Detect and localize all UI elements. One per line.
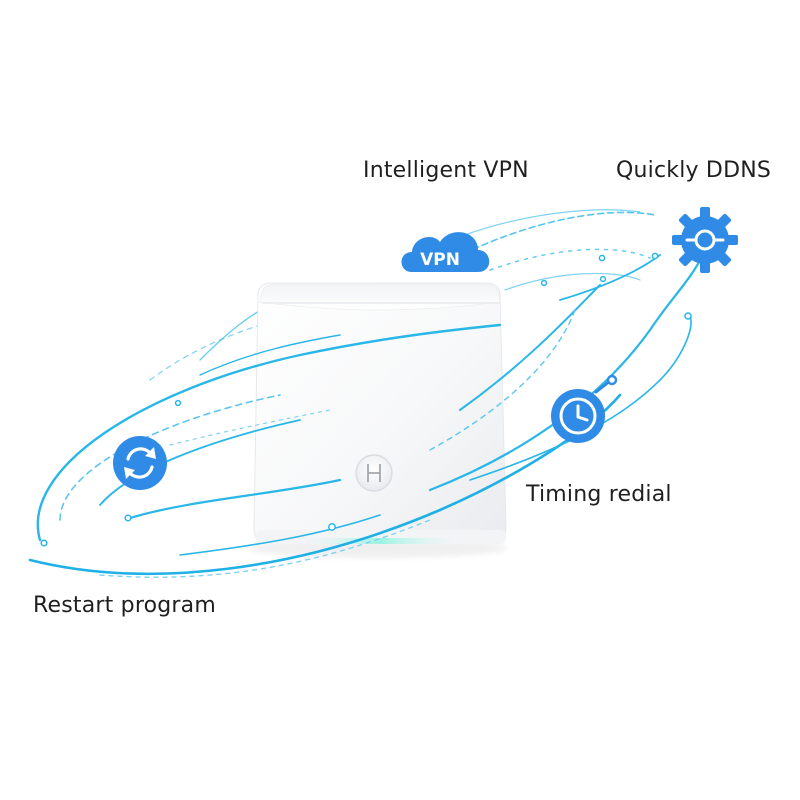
vpn-cloud-icon <box>401 232 490 272</box>
swirl-lines-back <box>149 209 656 381</box>
restart-program-label: Restart program <box>33 593 216 618</box>
vpn-badge-label: VPN <box>420 250 460 270</box>
intelligent-vpn-label: Intelligent VPN <box>363 158 529 183</box>
device-logo-icon <box>355 454 393 492</box>
refresh-icon <box>113 436 167 490</box>
stopwatch-icon <box>551 374 618 443</box>
gear-icon <box>672 207 738 273</box>
quickly-ddns-label: Quickly DDNS <box>616 158 772 183</box>
timing-redial-label: Timing redial <box>526 482 672 507</box>
router-device <box>248 282 508 558</box>
